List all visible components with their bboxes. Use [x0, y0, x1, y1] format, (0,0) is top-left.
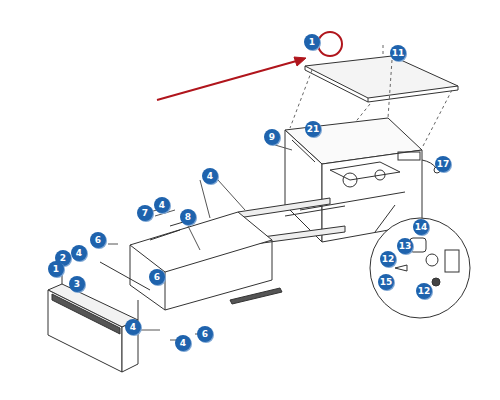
callout-number: 4: [125, 319, 141, 335]
callout-number: 4: [71, 245, 87, 261]
callout-number: 6: [197, 326, 213, 342]
callout-number: 9: [264, 129, 280, 145]
callout-number: 6: [149, 269, 165, 285]
callout-number: 8: [180, 209, 196, 225]
callout-number: 12: [380, 251, 396, 267]
callout-number: 4: [175, 335, 191, 351]
callout-number: 14: [413, 219, 429, 235]
callout-number: 11: [390, 45, 406, 61]
callout-number: 12: [416, 283, 432, 299]
callout-number: 21: [305, 121, 321, 137]
callout-number: 6: [90, 232, 106, 248]
callout-number: 3: [69, 276, 85, 292]
callout-number: 1: [304, 34, 320, 50]
callout-number: 1: [48, 261, 64, 277]
callout-number: 7: [137, 205, 153, 221]
callout-number: 15: [378, 274, 394, 290]
callout-number: 13: [397, 238, 413, 254]
callout-number: 17: [435, 156, 451, 172]
callout-number: 4: [154, 197, 170, 213]
callout-number: 4: [202, 168, 218, 184]
